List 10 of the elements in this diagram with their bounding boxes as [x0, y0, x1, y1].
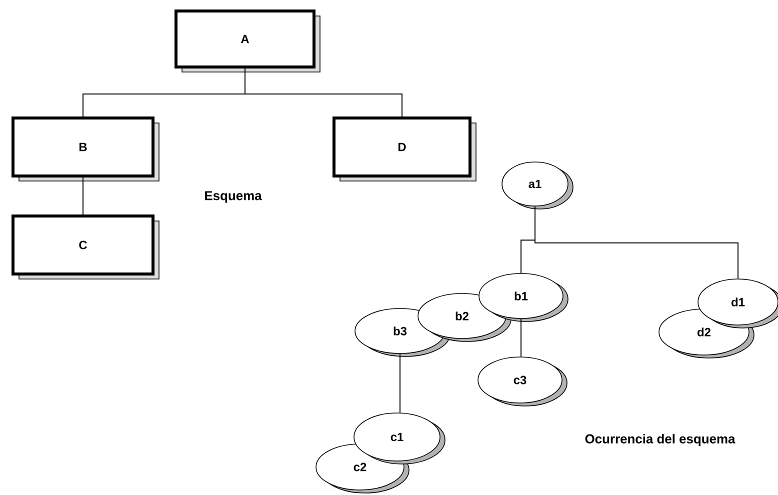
schema-box: B — [12, 116, 160, 182]
schema-box: C — [12, 214, 160, 280]
connector-line — [520, 318, 522, 358]
connector-line — [534, 206, 738, 280]
schema-box: D — [332, 116, 476, 182]
schema-box: A — [174, 10, 320, 72]
caption-text: Ocurrencia del esquema — [585, 434, 736, 446]
caption-text: Esquema — [205, 191, 262, 203]
connector-line — [82, 177, 84, 215]
connector-line — [244, 68, 402, 117]
